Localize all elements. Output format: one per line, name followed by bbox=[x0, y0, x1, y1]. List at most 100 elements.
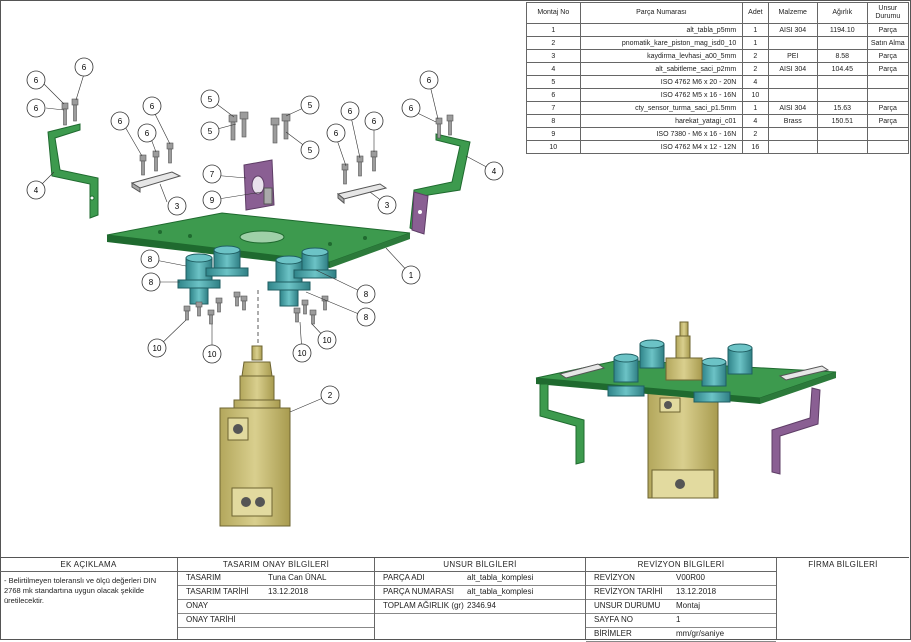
unsur-section: UNSUR BİLGİLERİ PARÇA ADI alt_tabla_kompl… bbox=[375, 558, 586, 639]
callout-balloon bbox=[401, 265, 421, 285]
bom-cell-no: 8 bbox=[526, 114, 581, 128]
revizyon-row-key: SAYFA NO bbox=[594, 615, 633, 624]
sensor-bracket bbox=[243, 159, 275, 211]
callout-label: 1 bbox=[409, 271, 414, 280]
callout-balloon bbox=[292, 343, 312, 363]
callout-balloon bbox=[326, 123, 346, 143]
bom-cell-material bbox=[767, 88, 819, 102]
callout-balloon bbox=[142, 96, 162, 116]
callout-label: 3 bbox=[385, 201, 390, 210]
callout-label: 6 bbox=[409, 104, 414, 113]
bom-cell-weight bbox=[817, 140, 868, 154]
callout-balloon bbox=[320, 385, 340, 405]
bom-cell-weight: 8.58 bbox=[817, 49, 868, 63]
bom-cell-part: ISO 4762 M4 x 12 - 12N bbox=[579, 140, 744, 154]
assembled-view bbox=[535, 321, 837, 499]
callout-balloon bbox=[26, 180, 46, 200]
bom-cell-weight bbox=[817, 127, 868, 141]
tasarim-row-key: ONAY TARİHİ bbox=[186, 615, 236, 624]
callout-balloon bbox=[140, 249, 160, 269]
bom-cell-status: Parça bbox=[866, 23, 910, 37]
callout-label: 10 bbox=[298, 349, 307, 358]
bom-header-row: Montaj No Parça Numarası Adet Malzeme Ağ… bbox=[526, 2, 910, 24]
bom-cell-part: pnomatik_kare_piston_mag_isd0_10 bbox=[579, 36, 744, 50]
unsur-row: TOPLAM AĞIRLIK (gr)2346.94 bbox=[375, 600, 585, 614]
bom-header-part: Parça Numarası bbox=[579, 2, 744, 24]
ek-aciklama-section: EK AÇIKLAMA - Belirtilmeyen toleranslı v… bbox=[0, 558, 178, 639]
bom-cell-qty: 1 bbox=[742, 36, 769, 50]
pneumatic-piston bbox=[219, 345, 291, 527]
ek-aciklama-title: EK AÇIKLAMA bbox=[0, 558, 177, 572]
callout-balloon bbox=[202, 344, 222, 364]
bom-header-status: Unsur Durumu bbox=[866, 2, 910, 24]
left-bracket bbox=[47, 123, 99, 219]
bom-header-weight: Ağırlık bbox=[817, 2, 868, 24]
unsur-row-key: PARÇA ADI bbox=[383, 573, 425, 582]
bom-cell-weight bbox=[817, 75, 868, 89]
callout-label: 7 bbox=[210, 170, 215, 179]
callout-label: 4 bbox=[34, 186, 39, 195]
bom-cell-qty: 4 bbox=[742, 114, 769, 128]
callout-balloon bbox=[356, 307, 376, 327]
callout-balloon bbox=[317, 330, 337, 350]
bom-header-material: Malzeme bbox=[767, 2, 819, 24]
bom-cell-material: AISI 304 bbox=[767, 23, 819, 37]
bom-cell-no: 1 bbox=[526, 23, 581, 37]
callout-balloon bbox=[147, 338, 167, 358]
callout-label: 6 bbox=[34, 104, 39, 113]
callout-balloon bbox=[401, 98, 421, 118]
bom-cell-status bbox=[866, 127, 910, 141]
callout-label: 6 bbox=[372, 117, 377, 126]
bom-header-no: Montaj No bbox=[526, 2, 581, 24]
bom-cell-qty: 2 bbox=[742, 62, 769, 76]
callout-label: 6 bbox=[427, 76, 432, 85]
bom-cell-weight: 1194.10 bbox=[817, 23, 868, 37]
callout-balloon bbox=[141, 272, 161, 292]
unsur-row: PARÇA ADI alt_tabla_komplesi bbox=[375, 572, 585, 586]
bom-cell-weight: 15.63 bbox=[817, 101, 868, 115]
bom-cell-weight: 150.51 bbox=[817, 114, 868, 128]
callout-label: 5 bbox=[308, 101, 313, 110]
bom-cell-qty: 2 bbox=[742, 127, 769, 141]
bom-cell-no: 9 bbox=[526, 127, 581, 141]
unsur-row-value: alt_tabla_komplesi bbox=[467, 587, 534, 596]
tasarim-row-key: TASARIM bbox=[186, 573, 221, 582]
callout-balloon bbox=[419, 70, 439, 90]
callout-balloon bbox=[74, 57, 94, 77]
bom-cell-qty: 16 bbox=[742, 140, 769, 154]
bom-cell-no: 3 bbox=[526, 49, 581, 63]
bom-cell-material bbox=[767, 36, 819, 50]
bom-cell-no: 5 bbox=[526, 75, 581, 89]
bom-header-qty: Adet bbox=[742, 2, 769, 24]
callout-label: 8 bbox=[364, 290, 369, 299]
right-bracket bbox=[409, 133, 471, 235]
callout-label: 6 bbox=[145, 129, 150, 138]
bom-cell-no: 10 bbox=[526, 140, 581, 154]
bom-cell-status: Parça bbox=[866, 49, 910, 63]
callout-balloon bbox=[364, 111, 384, 131]
callout-balloon bbox=[377, 195, 397, 215]
bom-cell-material: PEI bbox=[767, 49, 819, 63]
unsur-title: UNSUR BİLGİLERİ bbox=[375, 558, 585, 572]
bom-cell-no: 4 bbox=[526, 62, 581, 76]
callout-balloon bbox=[202, 164, 222, 184]
callout-balloon bbox=[340, 101, 360, 121]
unsur-row: PARÇA NUMARASI alt_tabla_komplesi bbox=[375, 586, 585, 600]
bom-cell-part: ISO 7380 - M6 x 16 - 16N bbox=[579, 127, 744, 141]
bom-cell-part: kaydirma_levhasi_a00_5mm bbox=[579, 49, 744, 63]
revizyon-row-key: REVİZYON bbox=[594, 573, 635, 582]
unsur-row-key: PARÇA NUMARASI bbox=[383, 587, 454, 596]
callout-balloon bbox=[300, 95, 320, 115]
callout-balloon bbox=[137, 123, 157, 143]
unsur-row-value: alt_tabla_komplesi bbox=[467, 573, 534, 582]
callout-label: 6 bbox=[118, 117, 123, 126]
